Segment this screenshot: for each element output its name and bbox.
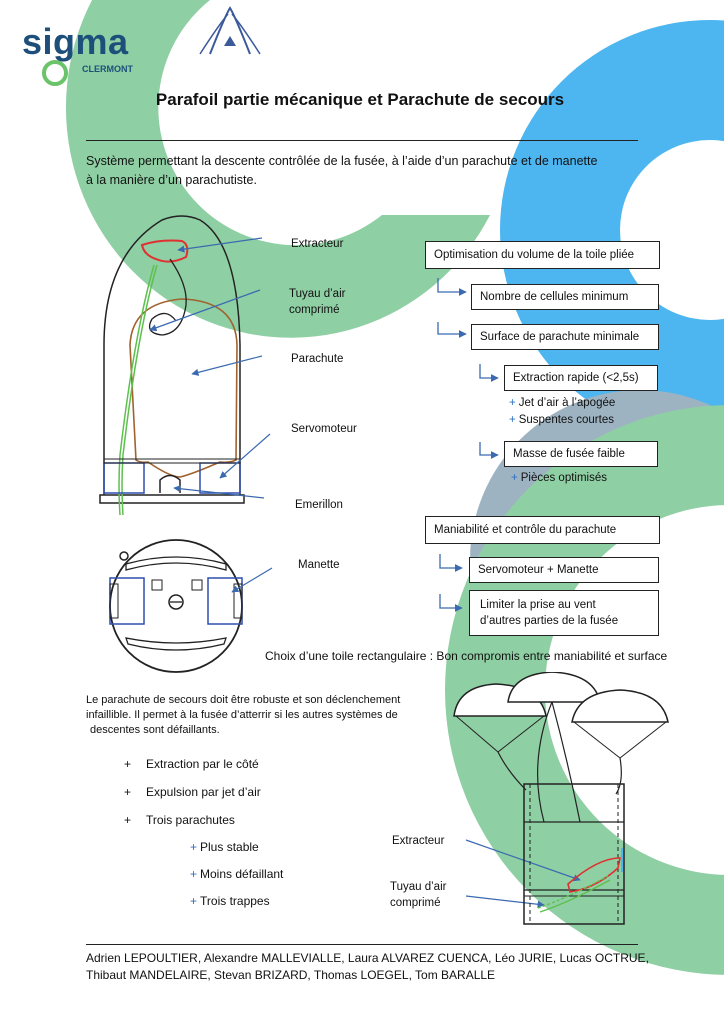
- sigma-logo: sigma CLERMONT: [22, 22, 142, 92]
- plus-icon: +: [190, 894, 198, 908]
- box-cellules: Nombre de cellules minimum: [471, 284, 659, 310]
- extraction-plus-list: +Jet d’air à l’apogée +Suspentes courtes: [509, 395, 615, 429]
- label-tuyau-line-1: Tuyau d’air: [289, 288, 346, 300]
- plus-item-text: Plus stable: [200, 840, 259, 854]
- plus-item: +Pièces optimisés: [511, 470, 607, 487]
- label-tuyau-2: Tuyau d’air comprimé: [390, 879, 446, 911]
- label-tuyau: Tuyau d’air comprimé: [289, 286, 345, 318]
- secours-sub-list: +Plus stable +Moins défaillant +Trois tr…: [190, 839, 283, 920]
- plus-item-text: Pièces optimisés: [520, 472, 608, 484]
- intro-line-2: à la manière d’un parachutiste.: [86, 173, 257, 187]
- bullet-item: + Extraction par le côté: [124, 757, 261, 785]
- box-limiter-line-1: Limiter la prise au vent: [480, 599, 596, 611]
- plus-icon: +: [511, 472, 518, 484]
- intro-text: Système permettant la descente contrôlée…: [86, 152, 646, 190]
- plus-icon: +: [509, 414, 516, 426]
- authors-line-1: Adrien LEPOULTIER, Alexandre MALLEVIALLE…: [86, 951, 649, 965]
- choice-text: Choix d’une toile rectangulaire : Bon co…: [265, 649, 668, 663]
- secours-line-1: Le parachute de secours doit être robust…: [86, 694, 401, 706]
- plus-icon: +: [509, 397, 516, 409]
- box-surface: Surface de parachute minimale: [471, 324, 659, 350]
- sigma-logo-word: sigma: [22, 21, 129, 62]
- secours-line-2: infaillible. Il permet à la fusée d’atte…: [86, 709, 398, 721]
- sigma-logo-sub: CLERMONT: [82, 64, 133, 74]
- box-masse: Masse de fusée faible: [504, 441, 658, 467]
- plus-item: +Plus stable: [190, 839, 283, 866]
- secours-text: Le parachute de secours doit être robust…: [86, 693, 416, 738]
- plus-icon: +: [124, 813, 132, 827]
- label-servomoteur: Servomoteur: [291, 423, 357, 435]
- label-tuyau-line-2: comprimé: [289, 304, 340, 316]
- rocket-nose-diagram: [99, 215, 245, 516]
- plus-icon: +: [190, 867, 198, 881]
- three-parachutes-diagram: [453, 672, 669, 925]
- authors-line-2: Thibaut MANDELAIRE, Stevan BRIZARD, Thom…: [86, 968, 496, 982]
- box-optimisation: Optimisation du volume de la toile pliée: [425, 241, 660, 269]
- perseus-logo: PERSEUS cnes: [180, 6, 280, 101]
- footer-rule: [86, 944, 638, 945]
- box-limiter: Limiter la prise au vent d’autres partie…: [469, 590, 659, 636]
- box-servo-manette: Servomoteur + Manette: [469, 557, 659, 583]
- cnes-logo-word: cnes: [219, 90, 241, 101]
- plus-icon: +: [190, 840, 198, 854]
- bullet-item: + Expulsion par jet d’air: [124, 785, 261, 813]
- masse-plus-list: +Pièces optimisés: [511, 470, 607, 487]
- manette-diagram: [109, 539, 243, 673]
- box-limiter-line-2: d’autres parties de la fusée: [480, 615, 619, 627]
- label-extracteur-2: Extracteur: [392, 835, 445, 847]
- plus-item: +Suspentes courtes: [509, 412, 615, 429]
- plus-item-text: Trois trappes: [200, 894, 270, 908]
- box-extraction: Extraction rapide (<2,5s): [504, 365, 658, 391]
- label-extracteur: Extracteur: [291, 238, 344, 250]
- bullet-text: Extraction par le côté: [146, 757, 259, 771]
- bullet-text: Trois parachutes: [146, 813, 235, 827]
- box-maniabilite: Maniabilité et contrôle du parachute: [425, 516, 660, 544]
- plus-item: +Moins défaillant: [190, 866, 283, 893]
- title-rule: [86, 140, 638, 141]
- plus-item-text: Suspentes courtes: [518, 414, 614, 426]
- authors: Adrien LEPOULTIER, Alexandre MALLEVIALLE…: [86, 950, 686, 984]
- plus-item: +Jet d’air à l’apogée: [509, 395, 615, 412]
- secours-line-3: descentes sont défaillants.: [90, 724, 220, 736]
- label-tuyau-2-line-1: Tuyau d’air: [390, 881, 447, 893]
- plus-item: +Trois trappes: [190, 893, 283, 920]
- bullet-text: Expulsion par jet d’air: [146, 785, 261, 799]
- perseus-logo-word: PERSEUS: [195, 63, 265, 74]
- perseus-rocket-icon: [199, 6, 261, 55]
- label-manette: Manette: [298, 559, 340, 571]
- secours-bullets: + Extraction par le côté + Expulsion par j…: [124, 757, 261, 841]
- plus-item-text: Moins défaillant: [200, 867, 284, 881]
- intro-line-1: Système permettant la descente contrôlée…: [86, 154, 598, 168]
- plus-icon: +: [124, 785, 132, 799]
- sigma-ring-icon: [42, 60, 68, 86]
- page-title: Parafoil partie mécanique et Parachute d…: [155, 90, 565, 109]
- bullet-item: + Trois parachutes: [124, 813, 261, 841]
- label-emerillon: Emerillon: [295, 499, 343, 511]
- plus-item-text: Jet d’air à l’apogée: [518, 397, 616, 409]
- plus-icon: +: [124, 757, 132, 771]
- label-tuyau-2-line-2: comprimé: [390, 897, 441, 909]
- label-parachute: Parachute: [291, 353, 344, 365]
